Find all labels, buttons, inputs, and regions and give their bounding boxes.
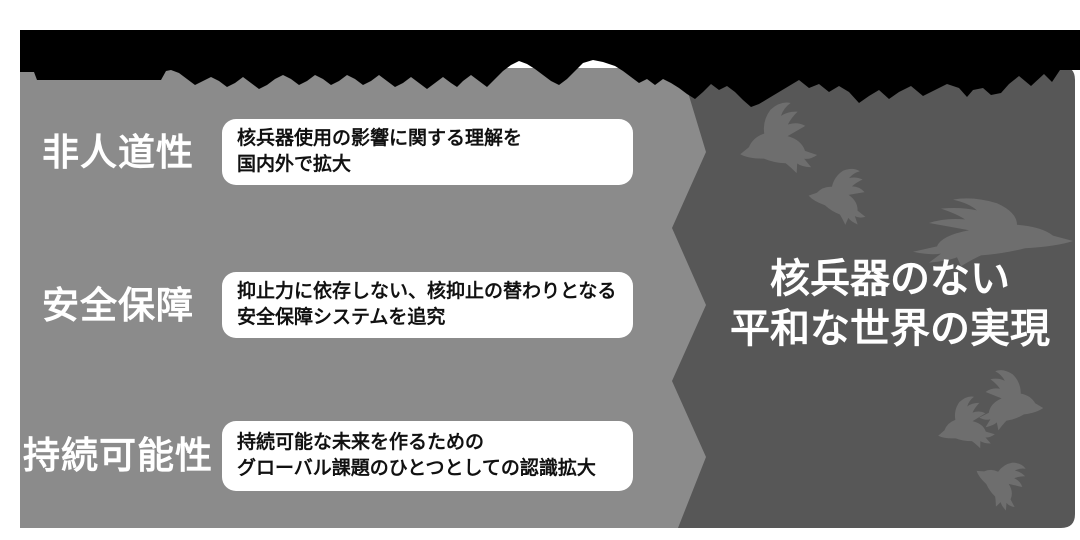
approach-description-line: 核兵器使用の影響に関する理解を [237,128,523,149]
approach-description-line: 国内外で拡大 [237,154,352,175]
header-banner-cropped-title [20,30,1080,107]
goal-text: 核兵器のない 平和な世界の実現 [700,254,1080,354]
goal-text-line: 平和な世界の実現 [730,307,1050,351]
approach-card-sustainability: 持続可能な未来を作るための グローバル課題のひとつとしての認識拡大 [222,421,633,491]
approach-card-inhumanity: 核兵器使用の影響に関する理解を 国内外で拡大 [222,119,633,185]
approach-description-line: 抑止力に依存しない、核抑止の替わりとなる [237,281,617,302]
approach-label-inhumanity: 非人道性 [42,132,194,173]
goal-text-line: 核兵器のない [770,257,1010,301]
approach-description-line: 安全保障システムを追究 [237,307,446,328]
approach-description-line: グローバル課題のひとつとしての認識拡大 [237,458,596,479]
approach-label-sustainability: 持続可能性 [23,435,213,476]
approach-description-line: 持続可能な未来を作るための [237,432,485,453]
approach-card-security: 抑止力に依存しない、核抑止の替わりとなる 安全保障システムを追究 [222,272,633,338]
approach-label-security: 安全保障 [42,285,194,326]
